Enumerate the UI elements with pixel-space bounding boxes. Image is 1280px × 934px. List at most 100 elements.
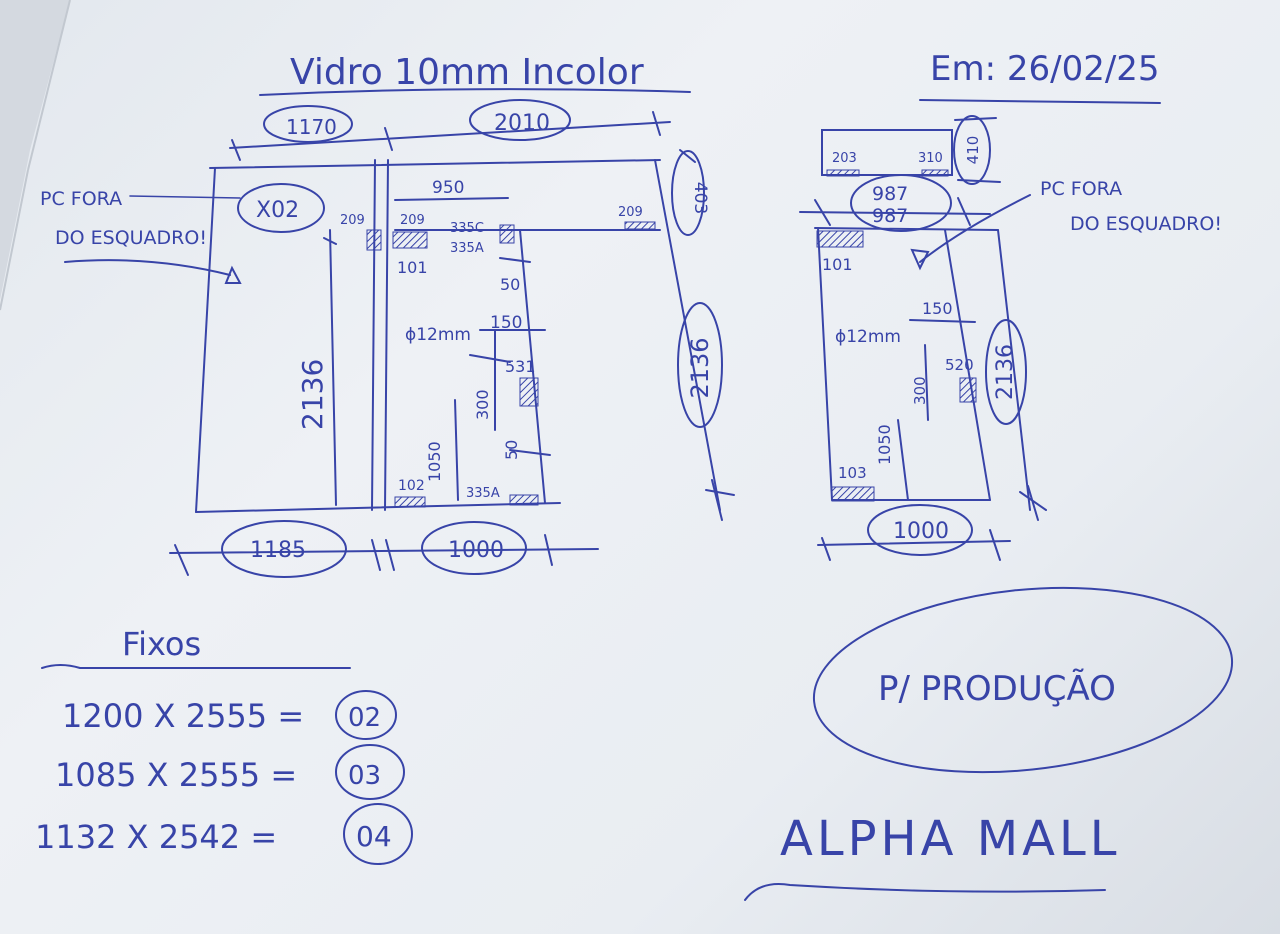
paper-edge [27,0,71,171]
top-dimension-line [229,121,671,149]
right-label-101: 101 [822,255,853,274]
dim-oval-1170 [263,105,353,143]
hole-diameter: ϕ12mm [405,325,471,345]
dim-oval-1000 [421,521,527,575]
frame-top [209,159,661,169]
right-label-520: 520 [945,356,974,374]
dim-1170: 1170 [286,115,337,139]
dim-2136-left: 2136 [296,359,329,430]
label-335a-bottom: 335A [466,486,500,501]
dim-oval-403 [671,150,705,236]
frame-mid-b [384,159,389,511]
right-label-1050: 1050 [875,424,894,465]
right-note-leader [919,194,1031,263]
right-note-line-1: PC FORA [1040,178,1122,200]
dim-1185: 1185 [250,538,306,563]
fixos-row-2-qty: 03 [348,761,381,791]
right-drawing [799,115,1047,561]
qty-circle-3 [343,803,413,865]
right-hole-diameter: ϕ12mm [835,327,901,347]
fixos-row-3-dims: 1132 X 2542 = [35,818,277,856]
sheet-title: Vidro 10mm Incolor [290,52,644,93]
dim-oval-2010 [469,99,571,141]
frame-mid-a [371,159,376,511]
dim-950: 950 [432,178,464,198]
dim-2010: 2010 [494,111,550,136]
label-50a: 50 [500,275,520,294]
panel-tag-oval [237,183,325,233]
date-underline [919,99,1161,104]
fixos-title: Fixos [122,625,201,663]
right-frame-right [997,229,1031,511]
right-frame-left [817,227,833,501]
right-dim-2136: 2136 [993,344,1018,400]
label-335a: 335A [450,241,484,256]
label-50b: 50 [502,440,521,460]
dim-oval-1185 [221,520,347,578]
production-stamp-text: P/ PRODUÇÃO [878,669,1116,709]
fixos-underline [41,664,351,669]
dim-987b: 987 [872,205,908,227]
right-bottom-dim [817,540,1011,546]
bottom-dimension-line [169,548,599,554]
ink-strokes [41,88,1234,901]
frame-bottom [195,502,561,513]
right-note-line-2: DO ESQUADRO! [1070,213,1222,235]
right-dim-1000: 1000 [893,519,949,544]
left-drawing [64,99,735,578]
note-line-2: DO ESQUADRO! [55,227,207,249]
label-531: 531 [505,357,536,376]
height-dim-line [329,229,337,506]
fixos-row-2-dims: 1085 X 2555 = [55,756,297,794]
right-dim-1050 [897,419,909,501]
label-300: 300 [473,389,492,420]
dim-410: 410 [964,136,982,165]
fixos-row-1-qty: 02 [348,703,381,733]
label-1050: 1050 [425,441,444,482]
label-203: 203 [832,151,857,166]
sheet-date: Em: 26/02/25 [930,49,1160,89]
qty-circle-1 [335,690,397,740]
label-101: 101 [397,258,428,277]
right-door-edge [944,229,991,501]
dim-2136-right: 2136 [686,337,714,398]
right-label-300: 300 [911,376,929,405]
right-label-150: 150 [922,299,953,318]
label-209b: 209 [400,213,425,228]
project-name: ALPHA MALL [780,811,1120,867]
fixos-row-3-qty: 04 [356,820,392,853]
label-335c: 335C [450,221,484,236]
label-102: 102 [398,478,425,494]
door-edge [519,229,546,504]
dim-oval-1000-right [867,504,973,556]
qty-circle-2 [335,744,405,800]
dim-950-line [394,197,509,201]
right-label-103: 103 [838,464,867,482]
title-underline [259,88,691,96]
production-stamp-oval [812,586,1234,774]
label-209c: 209 [618,205,643,220]
hatched-pieces [366,169,977,508]
label-310: 310 [918,151,943,166]
frame-right [654,159,721,511]
note-leader-arrow [64,259,231,276]
note-line-1: PC FORA [40,188,122,210]
panel-tag: X02 [256,198,299,223]
label-209a: 209 [340,213,365,228]
handwritten-text: Vidro 10mm Incolor Em: 26/02/25 1170 201… [35,49,1222,867]
dim-1050-line [454,399,459,501]
frame-left [195,167,216,513]
dim-oval-2136-right [677,302,723,428]
paper-edge-lower [0,169,29,311]
dim-403: 403 [690,182,710,214]
project-underline [744,883,1106,901]
dim-oval-987 [850,174,952,232]
dim-oval-410 [953,115,991,185]
label-150: 150 [490,313,522,333]
top-piece [821,129,953,176]
width-dim-line [799,211,991,215]
fixos-row-1-dims: 1200 X 2555 = [62,697,304,735]
dim-oval-2136 [985,319,1027,425]
